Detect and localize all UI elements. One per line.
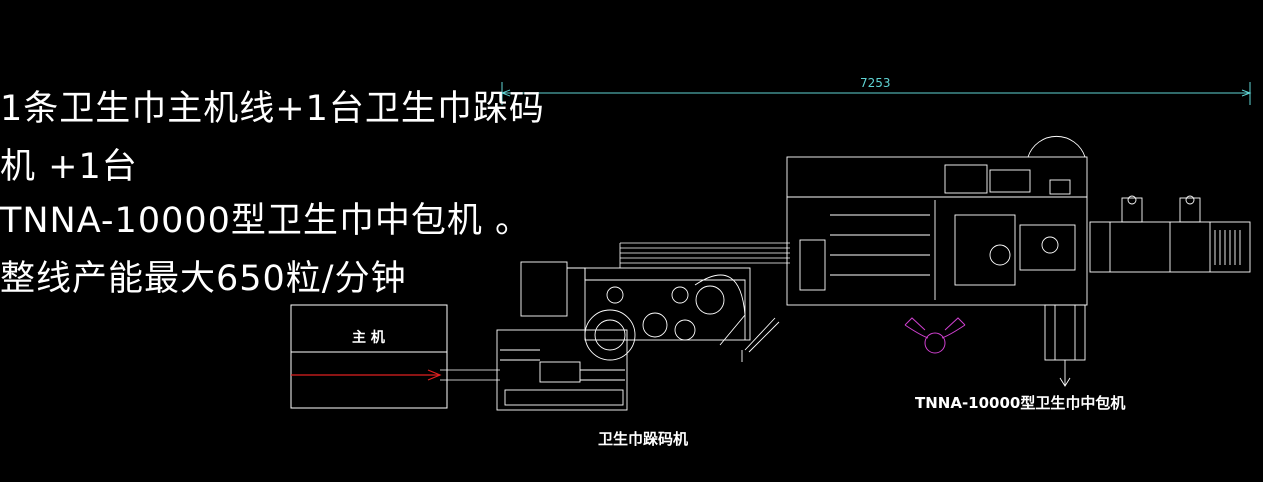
magenta-component (904, 317, 966, 354)
transfer-conveyor (619, 242, 790, 268)
main-machine-label: 主 机 (352, 330, 385, 346)
packer-machine (786, 135, 1251, 387)
packer-label: TNNA-10000型卫生巾中包机 (915, 394, 1126, 412)
flow-arrow (291, 369, 442, 381)
stacker-label: 卫生巾跺码机 (598, 430, 689, 448)
description-line-3: TNNA-10000型卫生巾中包机 。 (0, 201, 532, 241)
description-line-2: 机 +1台 (0, 147, 138, 187)
conveyor-lines (440, 369, 500, 381)
dimension-line (500, 82, 1252, 105)
main-machine-block (290, 304, 448, 409)
description-line-4: 整线产能最大650粒/分钟 (0, 259, 407, 299)
stacker-machine (496, 261, 780, 411)
dimension-value: 7253 (860, 76, 891, 90)
description-line-1: 1条卫生巾主机线+1台卫生巾跺码 (0, 89, 545, 129)
